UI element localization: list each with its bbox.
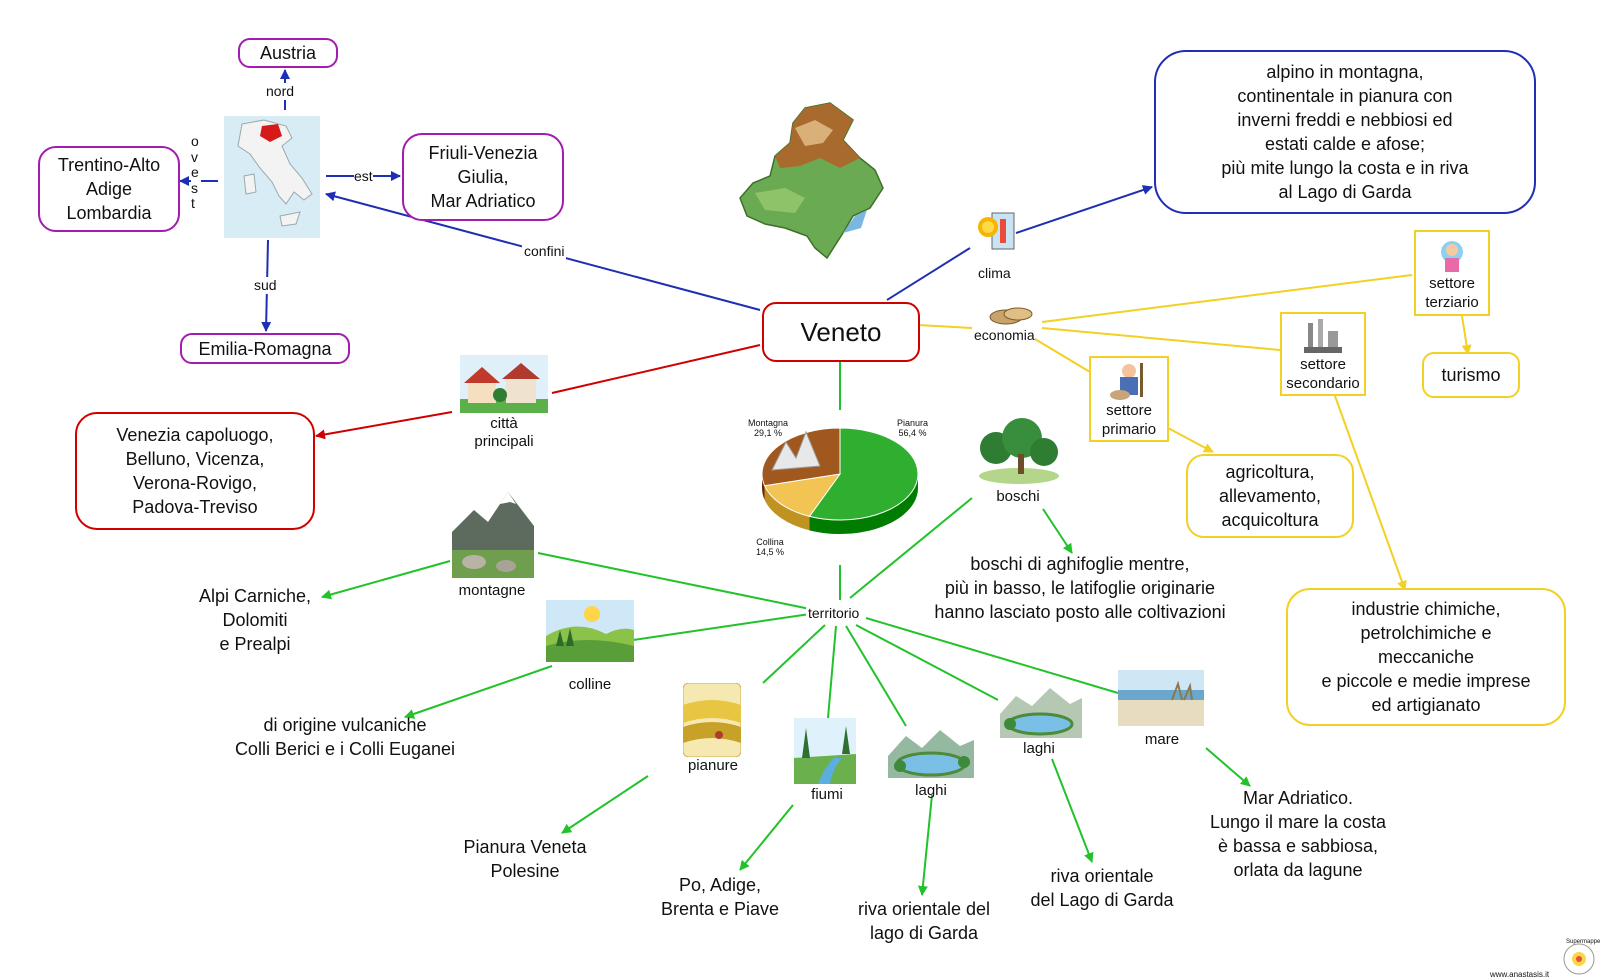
veneto-region-map bbox=[739, 102, 884, 260]
territorio-hub-label[interactable]: territorio bbox=[806, 605, 862, 621]
colline-description: di origine vulcaniche Colli Berici e i C… bbox=[234, 715, 456, 759]
node-settore-terziario[interactable]: settore terziario bbox=[1414, 230, 1490, 316]
farmer-icon bbox=[1110, 363, 1143, 400]
forest-icon bbox=[979, 418, 1059, 484]
pianure-label: pianure bbox=[687, 757, 739, 774]
mountains-icon bbox=[452, 492, 534, 578]
node-settore-primario[interactable]: settore primario bbox=[1089, 356, 1169, 442]
settore-secondario-label: settore secondario bbox=[1286, 356, 1360, 392]
italy-map-icon bbox=[224, 116, 320, 238]
supermappe-logo bbox=[1563, 943, 1595, 975]
factory-icon bbox=[1304, 319, 1342, 353]
node-turismo[interactable]: turismo bbox=[1422, 352, 1520, 398]
node-emilia-romagna[interactable]: Emilia-Romagna bbox=[180, 333, 350, 364]
river-icon bbox=[794, 718, 856, 784]
footer-badge: Supermappe bbox=[1566, 939, 1600, 945]
dir-ovest-label: ovest bbox=[191, 133, 201, 212]
boschi-description: boschi di aghifoglie mentre, più in bass… bbox=[934, 554, 1226, 622]
settore-primario-label: settore primario bbox=[1101, 402, 1157, 438]
pie-slice-collina bbox=[763, 473, 842, 517]
citta-principali-label: città principali bbox=[474, 415, 534, 450]
node-clima-description[interactable]: alpino in montagna, continentale in pian… bbox=[1154, 50, 1536, 214]
town-houses-icon bbox=[460, 355, 548, 413]
node-austria[interactable]: Austria bbox=[238, 38, 338, 68]
lake-icon bbox=[888, 730, 974, 778]
node-friuli-adriatico[interactable]: Friuli-Venezia Giulia, Mar Adriatico bbox=[402, 133, 564, 221]
plains-icon bbox=[683, 683, 741, 757]
mare-label: mare bbox=[1144, 731, 1180, 748]
pie-label-pianura: Pianura 56,4 % bbox=[897, 418, 929, 438]
sea-beach-icon bbox=[1118, 670, 1204, 726]
economia-label: economia bbox=[974, 327, 1035, 344]
pie-label-collina: Collina 14,5 % bbox=[756, 537, 785, 557]
dir-sud-label: sud bbox=[254, 277, 277, 294]
coins-icon bbox=[989, 307, 1033, 325]
pie-label-montagna: Montagna 29,1 % bbox=[748, 418, 789, 438]
montagne-description: Alpi Carniche, Dolomiti e Prealpi bbox=[198, 586, 312, 654]
node-settore-secondario[interactable]: settore secondario bbox=[1280, 312, 1366, 396]
pianure-description: Pianura Veneta Polesine bbox=[463, 837, 587, 881]
climate-thermometer-icon bbox=[978, 212, 1015, 250]
dir-nord-label: nord bbox=[266, 83, 295, 100]
fiumi-label: fiumi bbox=[811, 786, 843, 803]
node-citta-list[interactable]: Venezia capoluogo, Belluno, Vicenza, Ver… bbox=[75, 412, 315, 530]
pie-mountain-decoration bbox=[771, 430, 821, 471]
node-agricoltura[interactable]: agricoltura, allevamento, acquicoltura bbox=[1186, 454, 1354, 538]
montagne-label: montagne bbox=[458, 582, 526, 599]
settore-terziario-label: settore terziario bbox=[1425, 275, 1479, 311]
clima-label: clima bbox=[978, 265, 1011, 281]
dir-est-label: est bbox=[354, 168, 373, 185]
territory-pie-chart bbox=[761, 427, 919, 534]
laghi-description-2: riva orientale del Lago di Garda bbox=[1030, 866, 1174, 910]
laghi-description-1: riva orientale del lago di Garda bbox=[857, 899, 991, 943]
central-node-veneto[interactable]: Veneto bbox=[762, 302, 920, 362]
pie-slice-pianura bbox=[808, 427, 919, 521]
fiumi-description: Po, Adige, Brenta e Piave bbox=[660, 875, 780, 919]
hills-icon bbox=[546, 600, 634, 662]
lake-icon-2 bbox=[1000, 688, 1082, 738]
pie-side-pianura bbox=[809, 474, 918, 534]
laghi-label-2: laghi bbox=[1023, 740, 1055, 757]
node-trentino-lombardia[interactable]: Trentino-Alto Adige Lombardia bbox=[38, 146, 180, 232]
laghi-label-1: laghi bbox=[915, 782, 947, 799]
confini-label: confini bbox=[522, 243, 567, 260]
colline-label: colline bbox=[568, 676, 612, 693]
boschi-label: boschi bbox=[996, 488, 1040, 505]
tourist-icon bbox=[1441, 241, 1463, 272]
footer-site: www.anastasis.it bbox=[1490, 970, 1550, 979]
mare-description: Mar Adriatico. Lungo il mare la costa è … bbox=[1209, 788, 1387, 880]
node-industrie[interactable]: industrie chimiche, petrolchimiche e mec… bbox=[1286, 588, 1566, 726]
